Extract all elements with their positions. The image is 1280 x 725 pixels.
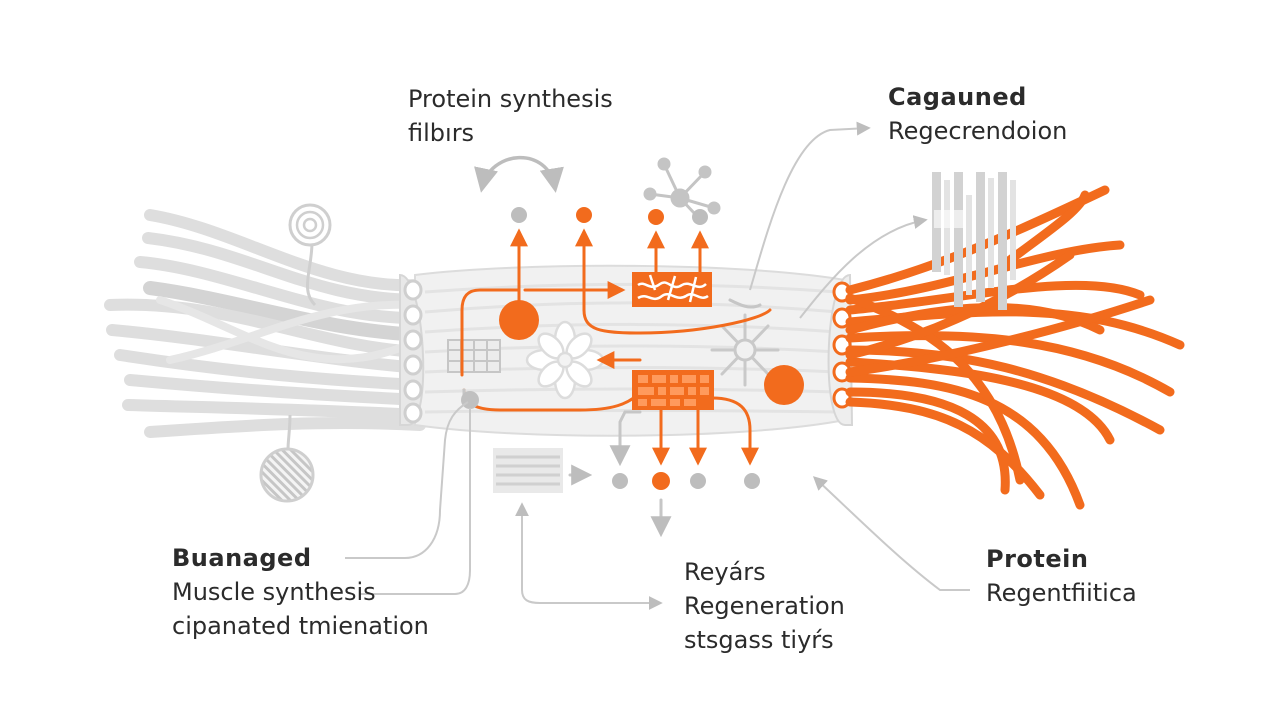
- target-icon: [288, 203, 332, 307]
- label-protein-regen: Protein Regentfiitica: [986, 542, 1137, 610]
- label-protein-regen-line2: Regentfiitica: [986, 579, 1137, 607]
- label-protein-synthesis-line2: filbırs: [408, 119, 475, 147]
- label-protein-synthesis-line1: Protein synthesis: [408, 85, 613, 113]
- starburst-icon: [710, 313, 780, 387]
- label-protein-synthesis: Protein synthesis filbırs: [408, 82, 613, 150]
- label-buanaged-line3: cipanated tmienation: [172, 612, 429, 640]
- orange-pathways: [460, 228, 772, 466]
- label-cagauned: Cagauned Regecrendoion: [888, 80, 1067, 148]
- label-buanaged: Buanaged Muscle synthesis cipanated tmie…: [172, 541, 429, 643]
- chip-block-icon: [632, 370, 714, 410]
- barcode-icon: [932, 172, 1016, 310]
- top-nodes: [511, 207, 708, 225]
- label-protein-regen-line1: Protein: [986, 545, 1089, 573]
- bottom-nodes: [612, 472, 760, 490]
- textured-block-icon: [632, 272, 712, 307]
- junction-node: [461, 391, 479, 409]
- label-cagauned-line1: Cagauned: [888, 83, 1027, 111]
- left-fiber-bundle: [104, 209, 427, 438]
- flower-icon: [525, 320, 605, 400]
- label-reyars-line3: stsgass tiyŕs: [684, 626, 834, 654]
- label-buanaged-line2: Muscle synthesis: [172, 578, 376, 606]
- list-icon: [493, 448, 563, 493]
- molecule-icon: [643, 157, 721, 216]
- label-reyars-line1: Reyárs: [684, 558, 766, 586]
- grid-icon: [447, 339, 501, 373]
- cycle-arrow: [474, 155, 564, 193]
- label-connectors: [345, 121, 970, 610]
- regeneration-node: [764, 365, 804, 405]
- label-buanaged-line1: Buanaged: [172, 544, 312, 572]
- striped-circle-icon: [259, 414, 315, 503]
- label-reyars: Reyárs Regeneration stsgass tiyŕs: [684, 555, 845, 657]
- label-reyars-line2: Regeneration: [684, 592, 845, 620]
- label-cagauned-line2: Regecrendoion: [888, 117, 1068, 145]
- synthesis-node: [499, 300, 539, 340]
